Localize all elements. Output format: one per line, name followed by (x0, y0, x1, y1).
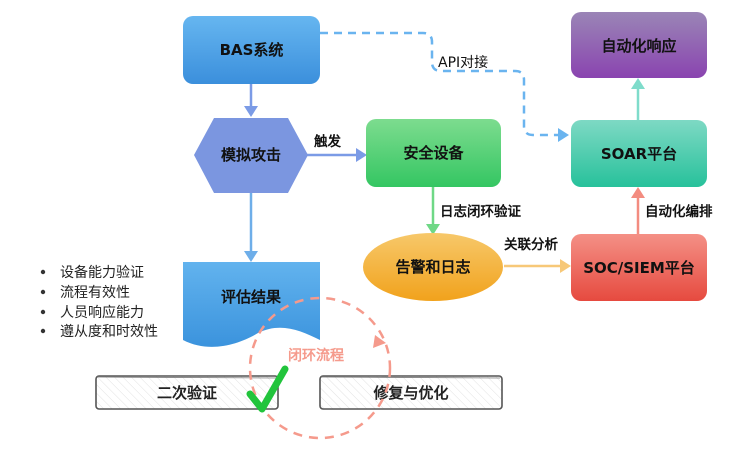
node-remediate-label: 修复与优化 (372, 384, 448, 402)
evaluation-items-list: 设备能力验证 流程有效性 人员响应能力 遵从度和时效性 (40, 264, 158, 340)
list-item: 遵从度和时效性 (40, 323, 158, 340)
svg-text:人员响应能力: 人员响应能力 (60, 304, 144, 321)
closed-loop-indicator: 闭环流程 (248, 296, 392, 440)
edge-trigger (306, 148, 367, 162)
node-reverify-label: 二次验证 (157, 384, 217, 402)
label-trigger: 触发 (314, 133, 341, 150)
edge-api (320, 31, 569, 142)
loop-arrow-icon (373, 335, 386, 348)
node-reverify[interactable]: 二次验证 (95, 375, 279, 410)
list-item: 设备能力验证 (40, 264, 144, 281)
node-soar-platform[interactable]: SOAR平台 (571, 120, 707, 187)
edge-bas-to-simulate (244, 84, 258, 117)
node-security-device-label: 安全设备 (403, 144, 464, 162)
edge-soar-to-response (631, 78, 645, 120)
node-simulate-label: 模拟攻击 (221, 146, 281, 164)
edge-simulate-to-evaluation (244, 193, 258, 262)
node-auto-response-label: 自动化响应 (601, 37, 676, 55)
svg-text:遵从度和时效性: 遵从度和时效性 (60, 323, 158, 340)
node-soc-siem-label: SOC/SIEM平台 (583, 259, 695, 277)
node-auto-response[interactable]: 自动化响应 (571, 12, 707, 78)
node-alerts-logs-label: 告警和日志 (395, 258, 470, 276)
checkmark-icon (246, 365, 289, 413)
label-api: API对接 (438, 54, 488, 71)
label-orchestration: 自动化编排 (645, 203, 713, 220)
label-log-verify: 日志闭环验证 (440, 203, 521, 220)
edge-correlation (504, 259, 571, 273)
node-security-device[interactable]: 安全设备 (366, 119, 501, 187)
node-simulate-attack[interactable]: 模拟攻击 (194, 118, 308, 193)
node-bas-system[interactable]: BAS系统 (183, 16, 320, 84)
list-item: 流程有效性 (40, 285, 130, 301)
node-bas-label: BAS系统 (220, 41, 284, 59)
edge-orchestration (631, 187, 645, 234)
loop-label: 闭环流程 (288, 347, 344, 364)
edge-log-verify (426, 187, 440, 235)
node-soar-label: SOAR平台 (601, 145, 677, 163)
label-correlation: 关联分析 (504, 236, 558, 253)
list-item: 人员响应能力 (40, 304, 144, 321)
node-alerts-logs[interactable]: 告警和日志 (363, 233, 503, 301)
node-evaluation-label: 评估结果 (221, 288, 282, 306)
node-remediate[interactable]: 修复与优化 (319, 375, 503, 410)
node-evaluation-result[interactable]: 评估结果 (183, 262, 320, 347)
svg-text:设备能力验证: 设备能力验证 (60, 264, 144, 281)
svg-text:流程有效性: 流程有效性 (60, 285, 130, 301)
node-soc-siem[interactable]: SOC/SIEM平台 (571, 234, 707, 301)
